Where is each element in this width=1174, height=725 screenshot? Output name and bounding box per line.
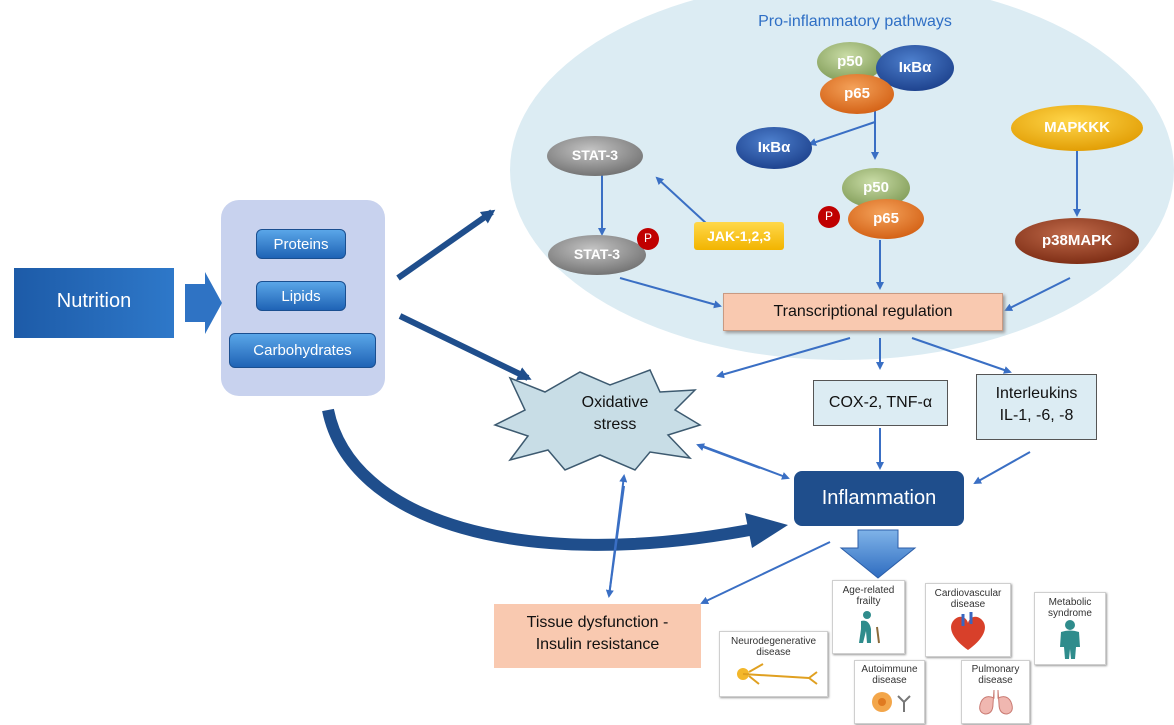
lungs-icon bbox=[978, 689, 1013, 715]
nutrient-proteins: Proteins bbox=[256, 229, 346, 259]
immune-cell-icon bbox=[871, 692, 911, 712]
phospho-p65: P bbox=[824, 209, 833, 223]
molecule-p50-top: p50 bbox=[837, 53, 863, 70]
insulin-resistance-label: Insulin resistance bbox=[535, 636, 660, 653]
pathways-title: Pro-inflammatory pathways bbox=[758, 13, 952, 30]
tissue-dysfunction-box: Tissue dysfunction - Insulin resistance bbox=[494, 604, 701, 668]
inflammation-label: Inflammation bbox=[821, 487, 937, 509]
inflammation-box: Inflammation bbox=[794, 471, 964, 526]
pulmonary-label: Pulmonary disease bbox=[971, 664, 1020, 686]
disease-pulmonary: Pulmonary disease bbox=[961, 660, 1030, 724]
molecule-ikba-free: IκBα bbox=[757, 139, 791, 156]
nutrient-carbohydrates: Carbohydrates bbox=[229, 333, 376, 368]
disease-age-related-frailty: Age-related frailty bbox=[832, 580, 905, 654]
interleukins-label: Interleukins bbox=[995, 385, 1078, 402]
molecule-stat3-top: STAT-3 bbox=[571, 147, 619, 163]
phospho-stat3: P bbox=[643, 231, 652, 245]
neuro-label: Neurodegenerative disease bbox=[730, 636, 817, 658]
cardio-label: Cardiovascular disease bbox=[934, 588, 1002, 610]
molecule-p50-active: p50 bbox=[863, 179, 889, 196]
jak-label: JAK-1,2,3 bbox=[707, 228, 771, 244]
disease-metabolic-syndrome: Metabolic syndrome bbox=[1034, 592, 1106, 665]
molecule-p65-active: p65 bbox=[873, 210, 899, 227]
interleukins-list: IL-1, -6, -8 bbox=[999, 407, 1074, 424]
jak-box: JAK-1,2,3 bbox=[694, 222, 784, 250]
cox2-box: COX-2, TNF-α bbox=[813, 380, 948, 426]
molecule-stat3-bottom: STAT-3 bbox=[573, 246, 621, 262]
elderly-person-icon bbox=[858, 611, 880, 644]
heart-icon bbox=[951, 612, 985, 650]
frailty-label: Age-related frailty bbox=[842, 585, 895, 607]
molecule-p38mapk: p38MAPK bbox=[1041, 232, 1112, 249]
metabolic-label: Metabolic syndrome bbox=[1048, 597, 1092, 619]
disease-neurodegenerative: Neurodegenerative disease bbox=[719, 631, 828, 697]
autoimmune-label: Autoimmune disease bbox=[861, 664, 918, 686]
disease-autoimmune: Autoimmune disease bbox=[854, 660, 925, 724]
person-icon bbox=[1060, 620, 1080, 659]
transcriptional-regulation-box: Transcriptional regulation bbox=[723, 293, 1003, 331]
disease-cardiovascular: Cardiovascular disease bbox=[925, 583, 1011, 657]
transcriptional-regulation-label: Transcriptional regulation bbox=[773, 303, 953, 320]
tissue-dysfunction-label: Tissue dysfunction - bbox=[526, 614, 669, 631]
molecule-mapkkk: MAPKKK bbox=[1044, 119, 1110, 136]
molecule-ikba-top: IκBα bbox=[898, 59, 932, 76]
cox2-label: COX-2, TNF-α bbox=[828, 394, 933, 411]
oxidative-stress-label: Oxidative stress bbox=[581, 394, 649, 433]
molecule-p65-top: p65 bbox=[844, 85, 870, 102]
nutrient-lipids: Lipids bbox=[256, 281, 346, 311]
neuron-icon bbox=[736, 663, 818, 685]
nutrition-label: Nutrition bbox=[56, 290, 132, 312]
interleukins-box: Interleukins IL-1, -6, -8 bbox=[976, 374, 1097, 440]
